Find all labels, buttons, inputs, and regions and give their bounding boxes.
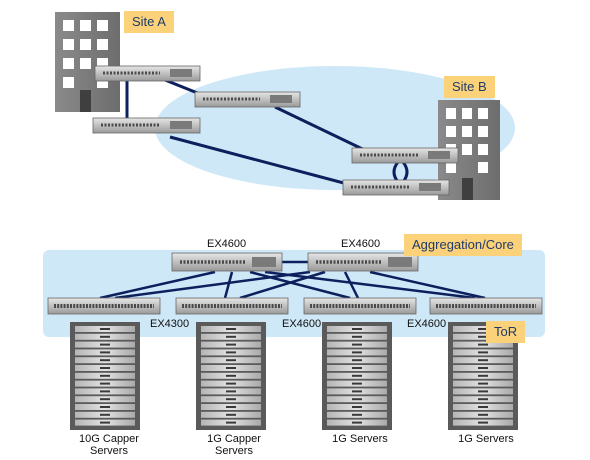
link-agg2-tor4 bbox=[369, 270, 486, 300]
agg-left-model-label: EX4600 bbox=[207, 238, 247, 250]
link-agg2-tor2 bbox=[239, 270, 326, 300]
server-group-2-line1: 1G Capper bbox=[207, 433, 261, 445]
server-rack bbox=[448, 322, 518, 430]
server-group-1-line1: 10G Capper bbox=[79, 433, 139, 445]
agg-right-model-label: EX4600 bbox=[341, 238, 381, 250]
aggregation-core-zone bbox=[43, 250, 545, 337]
link-agg2-tor1 bbox=[114, 270, 311, 300]
switch-tor-1 bbox=[47, 297, 161, 315]
link-a3-b2 bbox=[169, 135, 356, 188]
tor-label: ToR bbox=[486, 321, 526, 343]
server-rack bbox=[322, 322, 392, 430]
tor-4-model-label: EX4600 bbox=[407, 318, 447, 330]
tor-2-model-label: EX4300 bbox=[150, 318, 190, 330]
server-group-4-label: 1G Servers bbox=[431, 433, 541, 445]
switches bbox=[47, 65, 543, 315]
link-agg1-tor2 bbox=[223, 271, 234, 299]
server-racks bbox=[70, 322, 518, 430]
link-agg1-tor3 bbox=[249, 270, 351, 300]
switch-site-b-2 bbox=[342, 179, 450, 196]
link-a2-b1 bbox=[274, 105, 376, 157]
server-group-3-label: 1G Servers bbox=[305, 433, 415, 445]
link-agg2-tor3 bbox=[343, 271, 360, 299]
server-rack bbox=[70, 322, 140, 430]
server-group-1-label: 10G Capper Servers bbox=[54, 433, 164, 457]
switch-site-a-1 bbox=[94, 65, 201, 82]
site-b-label: Site B bbox=[444, 76, 495, 98]
site-b-building bbox=[438, 100, 500, 200]
switch-aggregation-left bbox=[171, 252, 283, 272]
switch-tor-2 bbox=[175, 297, 289, 315]
switch-tor-3 bbox=[303, 297, 417, 315]
tor-3-model-label: EX4600 bbox=[282, 318, 322, 330]
switch-site-a-3 bbox=[92, 117, 201, 134]
switch-tor-4 bbox=[429, 297, 543, 315]
fabric-links bbox=[99, 260, 486, 300]
switch-site-b-1 bbox=[351, 147, 459, 164]
site-a-label: Site A bbox=[124, 11, 174, 33]
server-group-3-line1: 1G Servers bbox=[332, 433, 388, 445]
site-a-building bbox=[55, 12, 120, 112]
server-group-2-label: 1G Capper Servers bbox=[179, 433, 289, 457]
link-agg1-tor4 bbox=[264, 270, 476, 300]
server-group-4-line1: 1G Servers bbox=[458, 433, 514, 445]
aggregation-core-label: Aggregation/Core bbox=[404, 234, 522, 256]
switch-site-a-2 bbox=[194, 91, 301, 108]
server-group-1-line2: Servers bbox=[90, 445, 128, 457]
wan-links bbox=[125, 78, 409, 188]
switch-aggregation-right bbox=[307, 252, 419, 272]
server-rack bbox=[196, 322, 266, 430]
server-group-2-line2: Servers bbox=[215, 445, 253, 457]
link-agg1-tor1 bbox=[99, 270, 216, 300]
